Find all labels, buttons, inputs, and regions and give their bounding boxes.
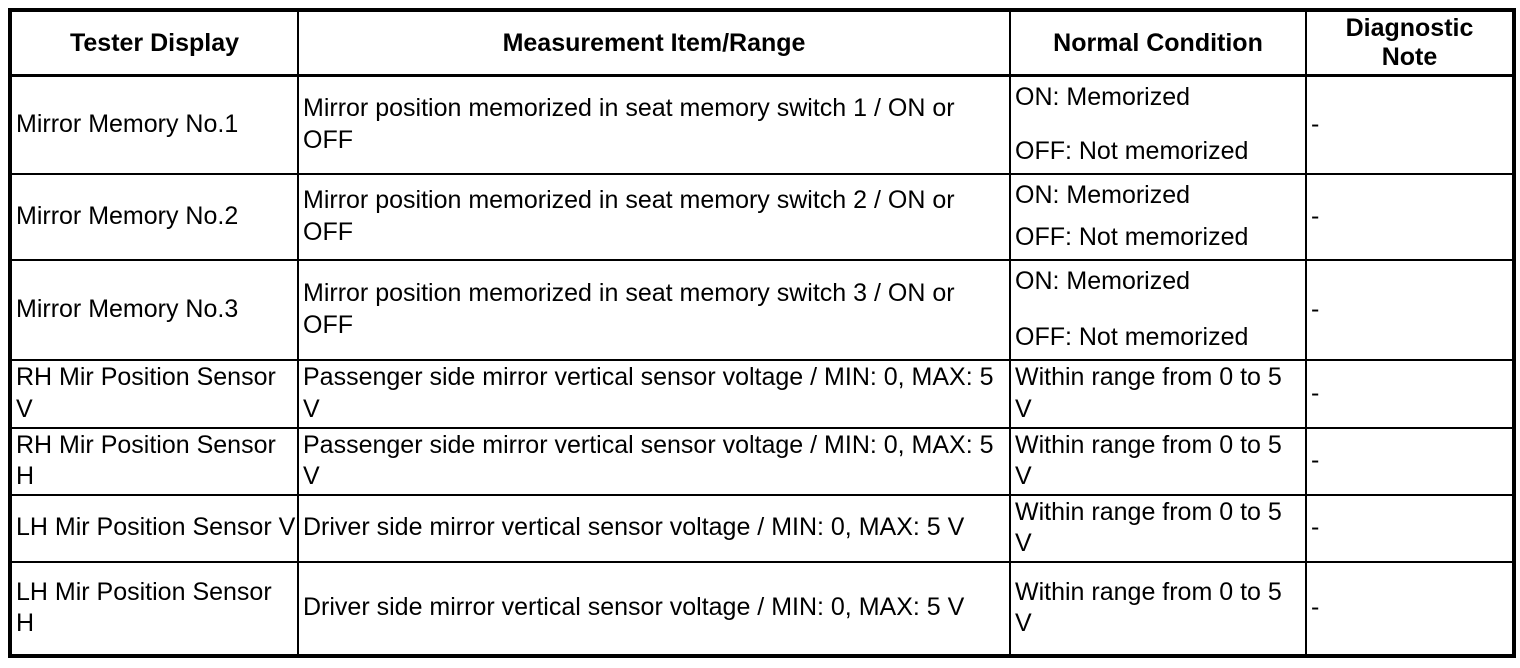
normal-condition-line: OFF: Not memorized (1015, 137, 1249, 166)
table-row: LH Mir Position Sensor H Driver side mir… (9, 560, 1515, 657)
cell-diagnostic-note: - (1305, 172, 1515, 261)
normal-condition-lines: ON: Memorized OFF: Not memorized (1015, 264, 1301, 356)
cell-tester-display: Mirror Memory No.2 (9, 172, 299, 261)
cell-tester-display: RH Mir Position Sensor H (9, 426, 299, 496)
cell-measurement-item-range: Driver side mirror vertical sensor volta… (297, 560, 1011, 657)
normal-condition-line: OFF: Not memorized (1015, 323, 1249, 351)
diagnostic-data-table: Tester Display Measurement Item/Range No… (8, 8, 1516, 658)
cell-normal-condition: ON: Memorized OFF: Not memorized (1009, 172, 1307, 261)
table-row: Mirror Memory No.3 Mirror position memor… (9, 258, 1515, 361)
cell-normal-condition: ON: Memorized OFF: Not memorized (1009, 74, 1307, 175)
cell-measurement-item-range: Passenger side mirror vertical sensor vo… (297, 426, 1011, 496)
header-row: Tester Display Measurement Item/Range No… (9, 9, 1515, 77)
cell-tester-display: Mirror Memory No.1 (9, 74, 299, 175)
normal-condition-line: ON: Memorized (1015, 180, 1191, 209)
table-row: Mirror Memory No.2 Mirror position memor… (9, 172, 1515, 261)
cell-normal-condition: Within range from 0 to 5 V (1009, 560, 1307, 657)
cell-normal-condition: Within range from 0 to 5 V (1009, 426, 1307, 496)
normal-condition-line: ON: Memorized (1015, 82, 1191, 111)
cell-tester-display: LH Mir Position Sensor H (9, 560, 299, 657)
cell-measurement-item-range: Mirror position memorized in seat memory… (297, 74, 1011, 175)
cell-diagnostic-note: - (1305, 258, 1515, 361)
cell-diagnostic-note: - (1305, 426, 1515, 496)
normal-condition-lines: ON: Memorized OFF: Not memorized (1015, 80, 1301, 170)
table-row: RH Mir Position Sensor H Passenger side … (9, 426, 1515, 496)
normal-condition-line: ON: Memorized (1015, 266, 1191, 295)
cell-diagnostic-note: - (1305, 74, 1515, 175)
cell-normal-condition: Within range from 0 to 5 V (1009, 493, 1307, 563)
cell-normal-condition: Within range from 0 to 5 V (1009, 358, 1307, 429)
cell-normal-condition: ON: Memorized OFF: Not memorized (1009, 258, 1307, 361)
cell-diagnostic-note: - (1305, 493, 1515, 563)
cell-diagnostic-note: - (1305, 560, 1515, 657)
table-row: RH Mir Position Sensor V Passenger side … (9, 358, 1515, 429)
header-measurement-item-range: Measurement Item/Range (297, 9, 1011, 77)
cell-diagnostic-note: - (1305, 358, 1515, 429)
header-normal-condition: Normal Condition (1009, 9, 1307, 77)
cell-tester-display: RH Mir Position Sensor V (9, 358, 299, 429)
cell-tester-display: LH Mir Position Sensor V (9, 493, 299, 563)
cell-measurement-item-range: Passenger side mirror vertical sensor vo… (297, 358, 1011, 429)
cell-measurement-item-range: Driver side mirror vertical sensor volta… (297, 493, 1011, 563)
table-row: LH Mir Position Sensor V Driver side mir… (9, 493, 1515, 563)
header-tester-display: Tester Display (9, 9, 299, 77)
header-diagnostic-note: Diagnostic Note (1305, 9, 1515, 77)
cell-measurement-item-range: Mirror position memorized in seat memory… (297, 258, 1011, 361)
table-row: Mirror Memory No.1 Mirror position memor… (9, 74, 1515, 175)
cell-measurement-item-range: Mirror position memorized in seat memory… (297, 172, 1011, 261)
normal-condition-lines: ON: Memorized OFF: Not memorized (1015, 178, 1301, 256)
cell-tester-display: Mirror Memory No.3 (9, 258, 299, 361)
header-diagnostic-note-label: Diagnostic Note (1345, 14, 1474, 71)
normal-condition-line: OFF: Not memorized (1015, 223, 1249, 251)
